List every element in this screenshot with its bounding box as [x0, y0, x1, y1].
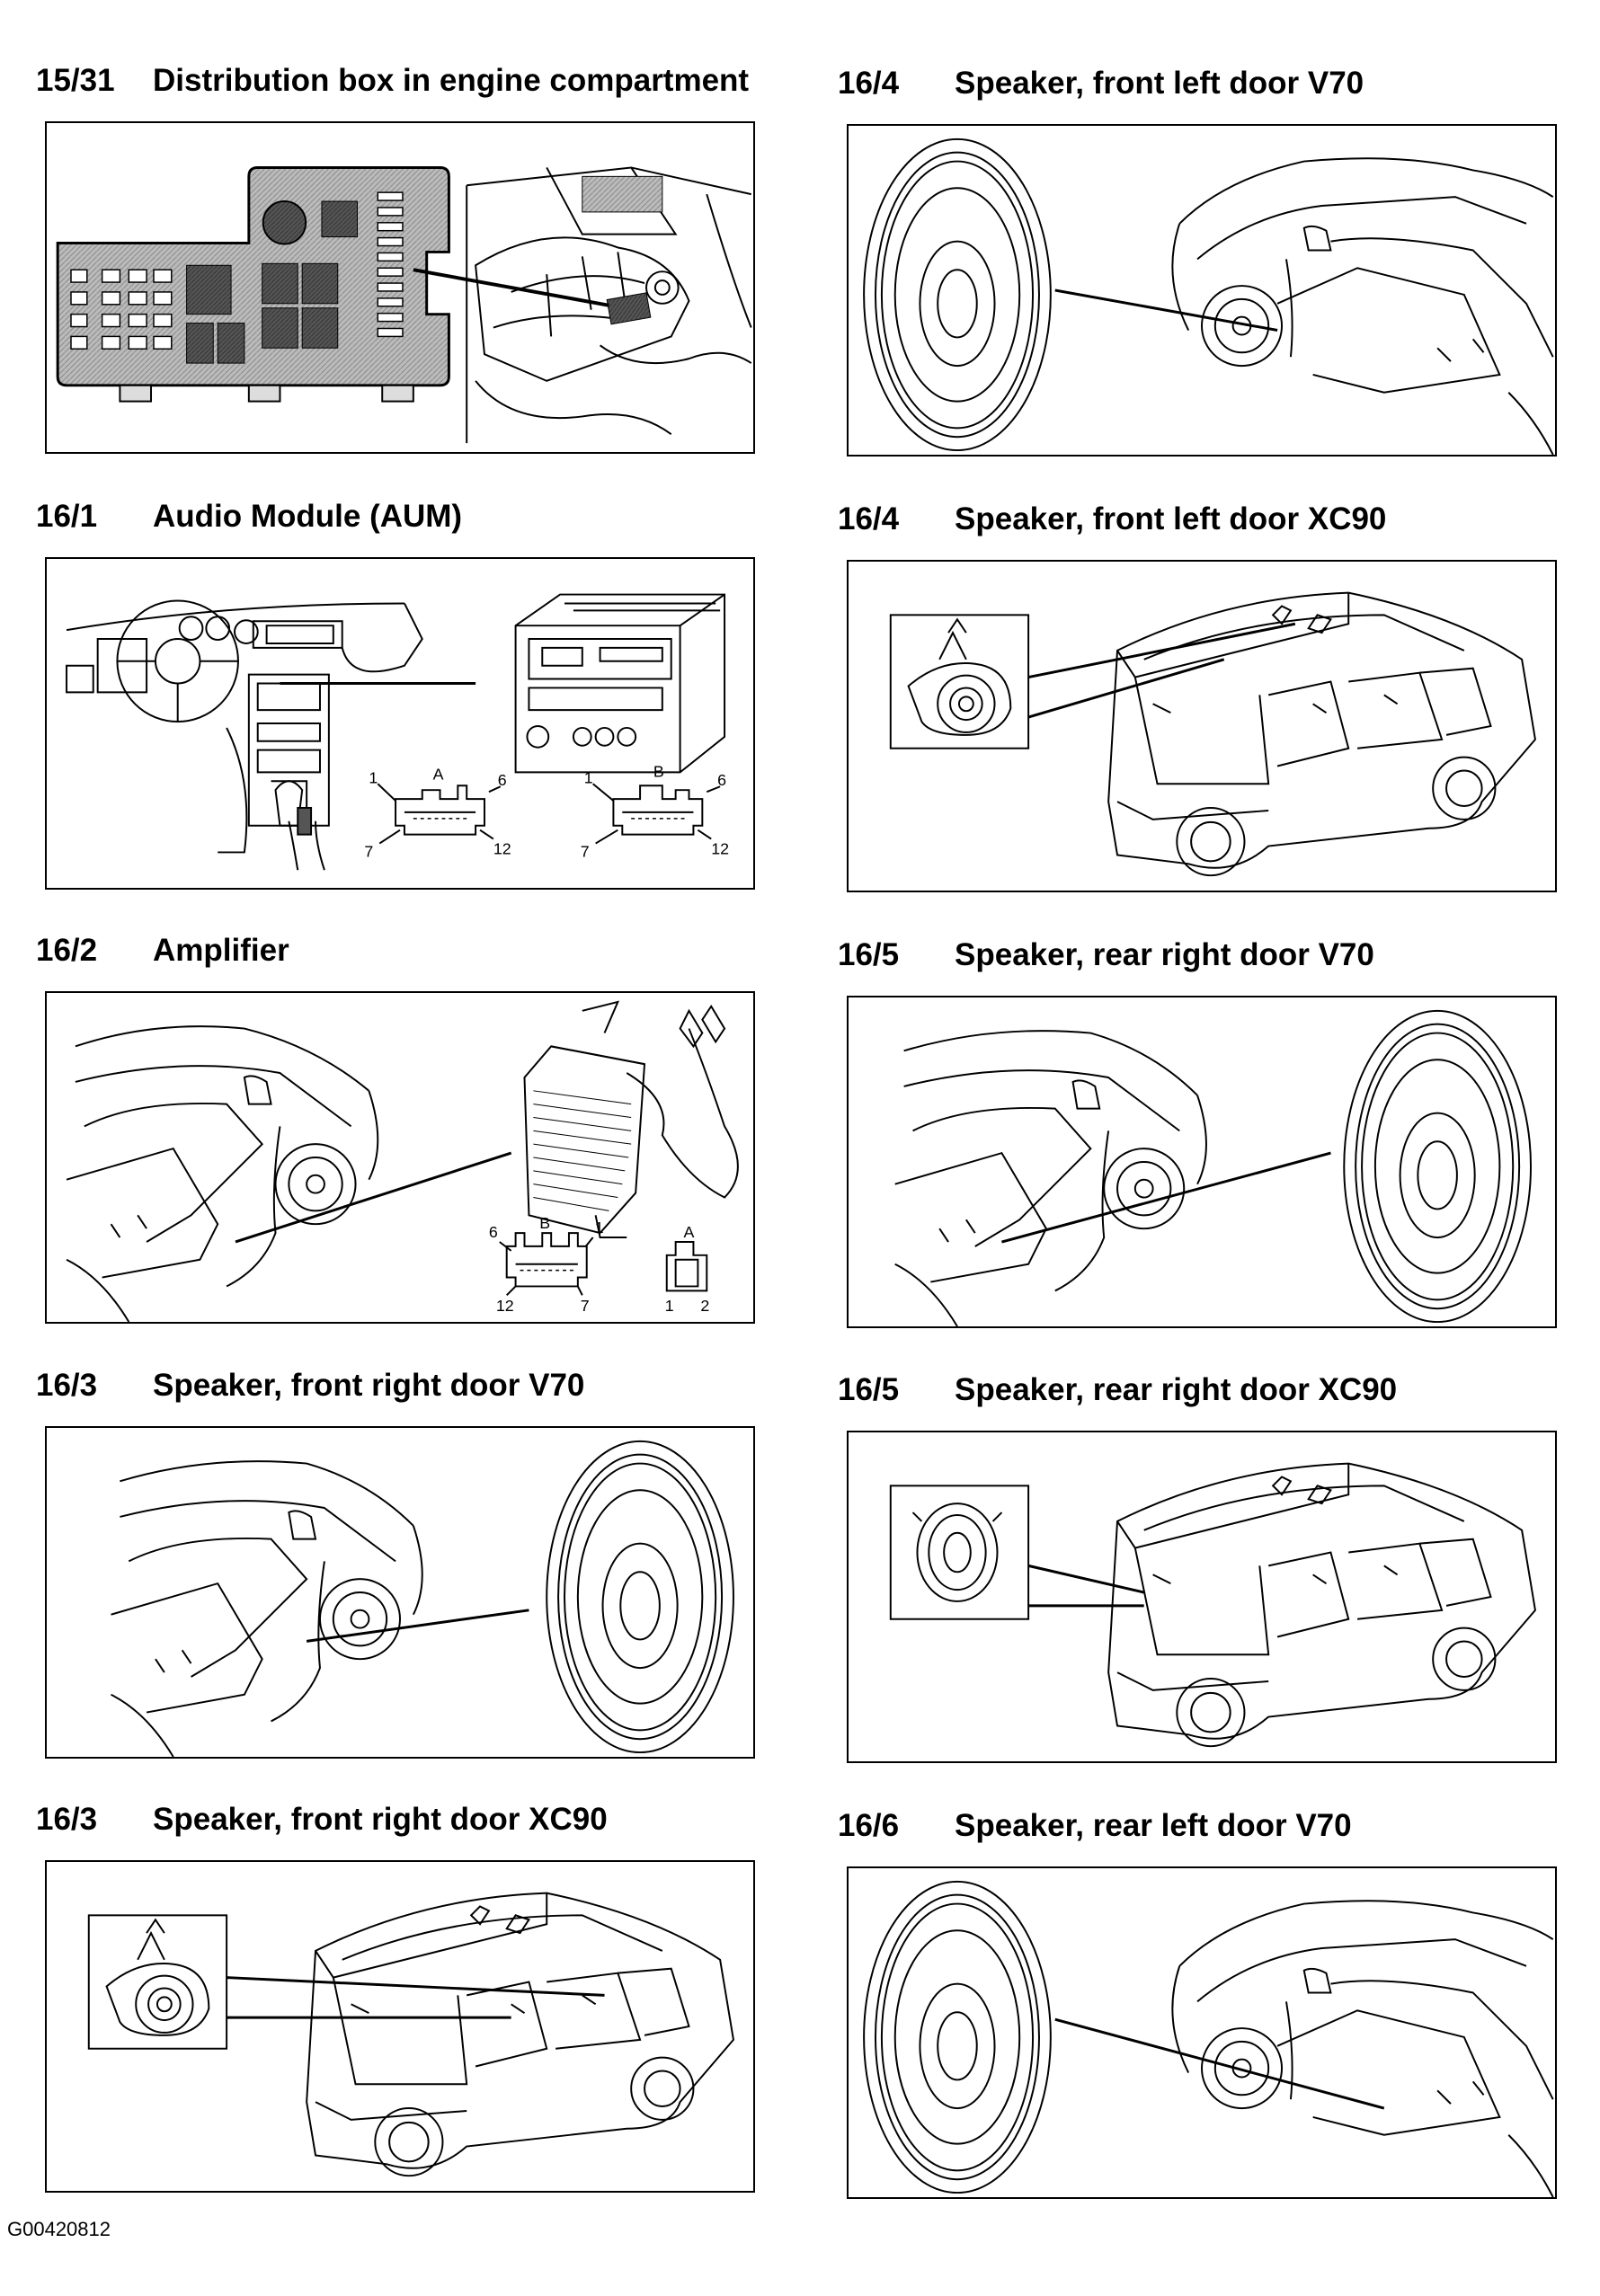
figure-frame: [45, 1426, 755, 1759]
figure-frame: [45, 1860, 755, 2193]
pin-label: 6: [717, 771, 726, 789]
panel-title: Amplifier: [153, 933, 289, 968]
speaker-v70-right-illustration: [894, 1009, 1532, 1326]
figure-frame: [847, 1866, 1557, 2199]
pin-label: 1: [584, 768, 593, 786]
figure-id: G00420812: [7, 2218, 111, 2240]
panel-title: Speaker, front right door V70: [153, 1368, 585, 1403]
figure-frame: [45, 121, 755, 454]
pin-label: 6: [498, 771, 507, 789]
audio-module-illustration: A 1 6 7 12 B 1 6 7 12: [66, 593, 729, 871]
panel-title: Speaker, rear left door V70: [955, 1808, 1352, 1843]
pin-label: 7: [581, 842, 590, 860]
panel-title: Audio Module (AUM): [153, 499, 463, 534]
speaker-xc90-illustration: [889, 1462, 1536, 1748]
figure-frame: [847, 560, 1557, 892]
pin-label: 1: [595, 1219, 604, 1237]
panel-title: Speaker, rear right door XC90: [955, 1372, 1398, 1407]
panel-code: 16/3: [36, 1368, 98, 1403]
panel-title: Speaker, front right door XC90: [153, 1802, 608, 1837]
pin-label: 7: [364, 842, 373, 860]
pin-label: 1: [369, 768, 378, 786]
speaker-v70-left-illustration: [863, 1880, 1554, 2197]
panel-title: Speaker, front left door XC90: [955, 501, 1387, 536]
panel-code: 16/5: [838, 937, 900, 972]
connector-a-label: A: [684, 1223, 695, 1241]
pin-label: 12: [493, 839, 511, 857]
panel-title: Speaker, rear right door V70: [955, 937, 1374, 972]
pin-label: 6: [489, 1223, 498, 1241]
figure-frame: [847, 1431, 1557, 1763]
figure-frame: A 1 6 7 12 B 1 6 7 12: [45, 557, 755, 890]
pin-label: 2: [700, 1297, 709, 1315]
panel-code: 16/3: [36, 1802, 98, 1837]
panel-code: 16/4: [838, 66, 900, 101]
pin-label: 7: [581, 1297, 590, 1315]
pin-label: 12: [496, 1297, 514, 1315]
connector-b-label: B: [653, 762, 664, 780]
panel-code: 16/4: [838, 501, 900, 536]
amplifier-illustration: B 6 1 12 7 A 1 2: [66, 1000, 739, 1322]
panel-code: 16/6: [838, 1808, 900, 1843]
panel-code: 16/2: [36, 933, 98, 968]
pin-label: 12: [711, 839, 729, 857]
connector-b-label: B: [539, 1214, 550, 1232]
panel-code: 16/1: [36, 499, 98, 534]
speaker-xc90-illustration: [889, 591, 1536, 877]
speaker-v70-right-illustration: [111, 1440, 734, 1757]
speaker-xc90-illustration: [87, 1892, 734, 2177]
pin-label: 1: [665, 1297, 674, 1315]
distribution-box-illustration: [56, 165, 752, 444]
panel-code: 15/31: [36, 63, 115, 98]
connector-a-label: A: [433, 765, 444, 783]
speaker-v70-left-illustration: [863, 137, 1554, 455]
panel-title: Speaker, front left door V70: [955, 66, 1364, 101]
panel-title: Distribution box in engine compartment: [153, 63, 750, 98]
figure-frame: [847, 996, 1557, 1328]
figure-frame: [847, 124, 1557, 457]
panel-code: 16/5: [838, 1372, 900, 1407]
figure-frame: B 6 1 12 7 A 1 2: [45, 991, 755, 1324]
